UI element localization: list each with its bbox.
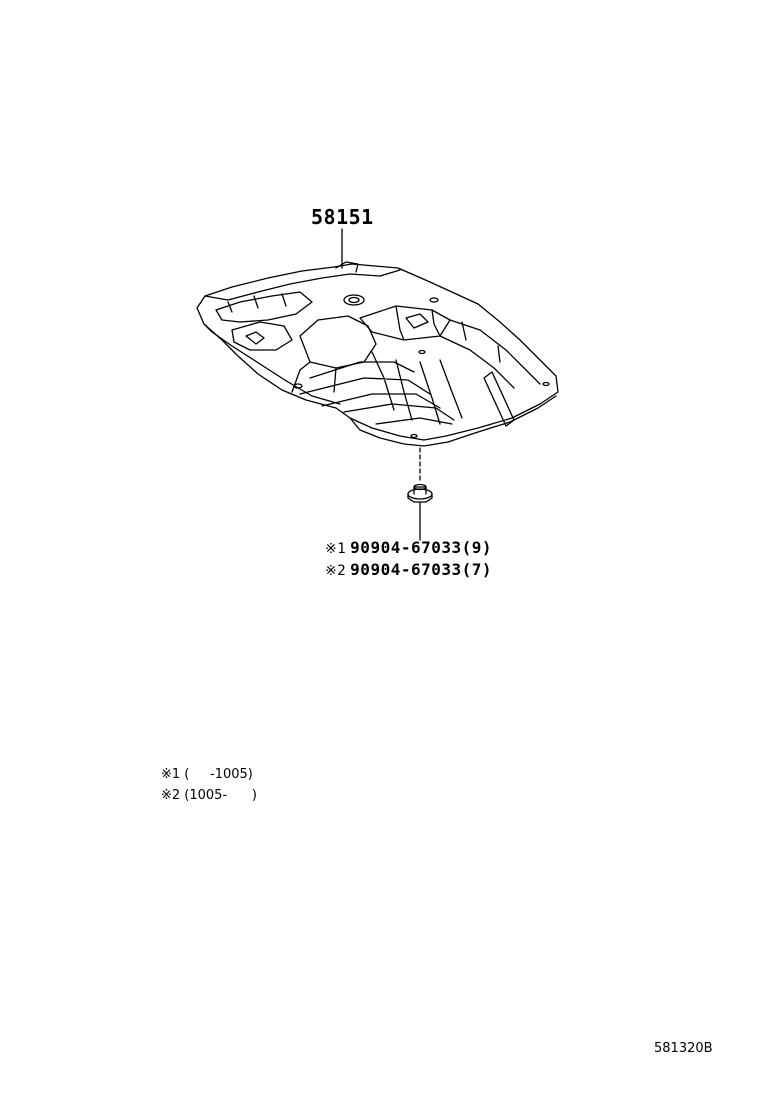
part-number-main[interactable]: 58151 (311, 205, 374, 229)
panel-hole (429, 297, 439, 303)
panel-ribs (299, 351, 463, 425)
legend-entry-2: ※2 (1005- ) (161, 788, 258, 803)
fastener-part-number: 90904-67033 (350, 560, 462, 579)
panel-lower-lip (203, 323, 557, 447)
panel-tunnel (291, 315, 377, 393)
panel-hole (293, 383, 303, 389)
figure-code: 581320B (654, 1041, 713, 1056)
panel-tab (335, 261, 359, 273)
panel-hole (418, 349, 426, 355)
panel-hole-inner (348, 296, 360, 304)
panel-rear-section (359, 305, 451, 341)
panel-rod (483, 371, 515, 427)
panel-right-channel (439, 319, 541, 389)
legend-entry-1: ※1 ( -1005) (161, 767, 253, 782)
variant-mark: ※2 (325, 563, 347, 579)
variant-mark: ※1 (325, 541, 347, 557)
panel-top-flange (204, 269, 401, 301)
panel-outline (196, 263, 559, 441)
panel-left-area (215, 291, 313, 351)
grommet-icon (407, 483, 433, 503)
panel-hole (542, 381, 550, 387)
fastener-quantity: (9) (461, 538, 493, 557)
panel-hole (343, 294, 365, 306)
fastener-part-number: 90904-67033 (350, 538, 462, 557)
panel-hole (410, 433, 418, 439)
fastener-quantity: (7) (461, 560, 493, 579)
